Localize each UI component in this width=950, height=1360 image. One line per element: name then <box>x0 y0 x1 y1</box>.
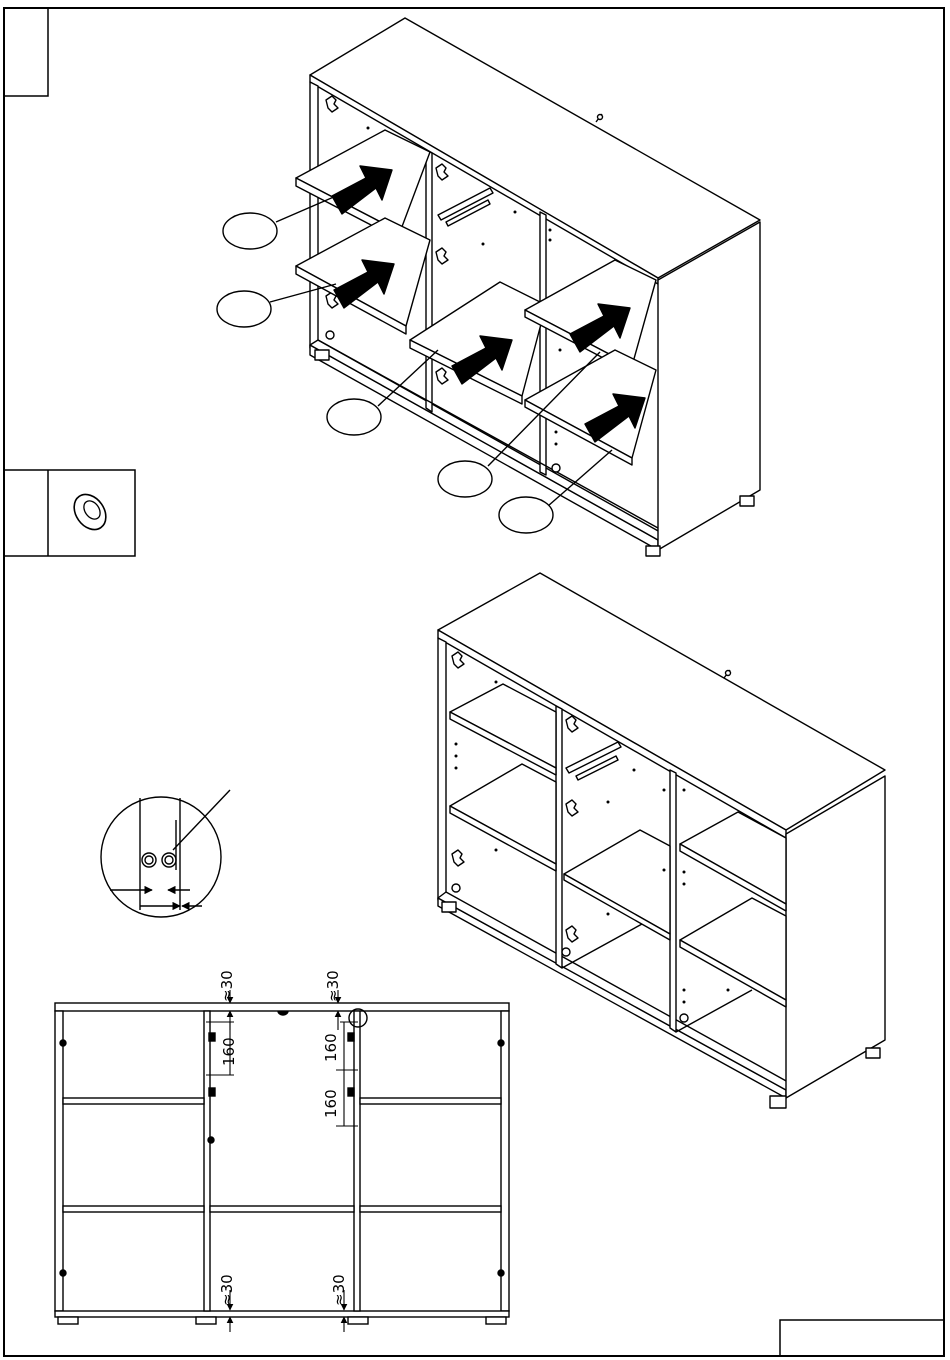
dim-left-160: 160 <box>220 1037 238 1066</box>
pin-detail-magnifier <box>101 790 230 917</box>
dim-right-160-b: 160 <box>322 1089 340 1118</box>
drawer-runner-icon <box>566 742 621 780</box>
cabinet-exploded-view <box>296 18 760 556</box>
part-indicator-box <box>4 470 135 556</box>
step-number-box <box>4 8 48 96</box>
dim-top-left: ≈30 <box>218 970 236 1002</box>
dim-bottom-left: ≈30 <box>218 1274 236 1306</box>
hinge-icon <box>60 1033 504 1276</box>
dim-top-right: ≈30 <box>324 970 342 1002</box>
shelf-pin-icon <box>68 488 113 535</box>
dim-right-160-a: 160 <box>322 1033 340 1062</box>
dim-bottom-right: ≈30 <box>330 1274 348 1306</box>
dimension-labels: ≈30 ≈30 160 160 160 ≈30 ≈30 <box>218 970 348 1306</box>
page-number-box <box>780 1320 944 1356</box>
front-elevation-view <box>55 1003 509 1324</box>
